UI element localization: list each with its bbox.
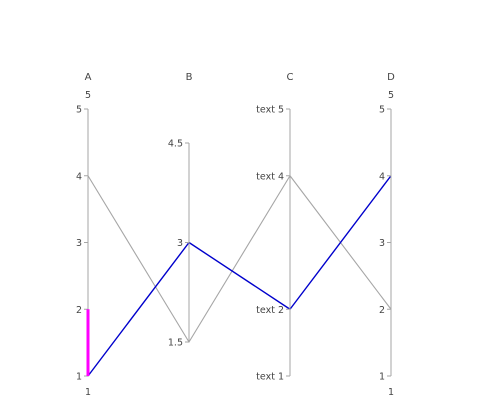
axis-D[interactable]: D 5 1 5 4 3 2 1 — [379, 72, 395, 398]
tick-label: 4 — [76, 171, 82, 182]
tick-label: text 5 — [256, 105, 284, 116]
tick-label: 5 — [76, 105, 82, 116]
axis-range-min-label: 1 — [388, 387, 394, 398]
axis-title: A — [85, 72, 92, 83]
axis-title: B — [186, 72, 193, 83]
tick-label: 2 — [76, 305, 82, 316]
lines-layer — [87, 175, 392, 377]
constraint-range-bar[interactable] — [86, 309, 90, 376]
tick-label: text 4 — [256, 171, 284, 182]
axis-range-min-label: 1 — [85, 387, 91, 398]
axis-title: D — [387, 72, 395, 83]
tick-label: 2 — [379, 305, 385, 316]
tick-label: 5 — [379, 105, 385, 116]
axis-range-max-label: 5 — [388, 90, 394, 101]
tick-label: 1 — [76, 372, 82, 383]
tick-label: 4.5 — [168, 139, 183, 150]
tick-label: 3 — [76, 238, 82, 249]
axis-range-max-label: 5 — [85, 90, 91, 101]
tick-label: 1 — [379, 372, 385, 383]
tick-label: text 1 — [256, 372, 284, 383]
tick-label: 3 — [177, 238, 183, 249]
selected-data-line — [87, 175, 392, 377]
tick-label: text 2 — [256, 305, 284, 316]
tick-label: 4 — [379, 171, 385, 182]
axis-B[interactable]: B 4.5 3 1.5 — [168, 72, 193, 349]
axis-A[interactable]: A 5 1 5 4 3 2 1 — [76, 72, 92, 398]
axis-title: C — [287, 72, 294, 83]
tick-label: 3 — [379, 238, 385, 249]
tick-label: 1.5 — [168, 338, 183, 349]
